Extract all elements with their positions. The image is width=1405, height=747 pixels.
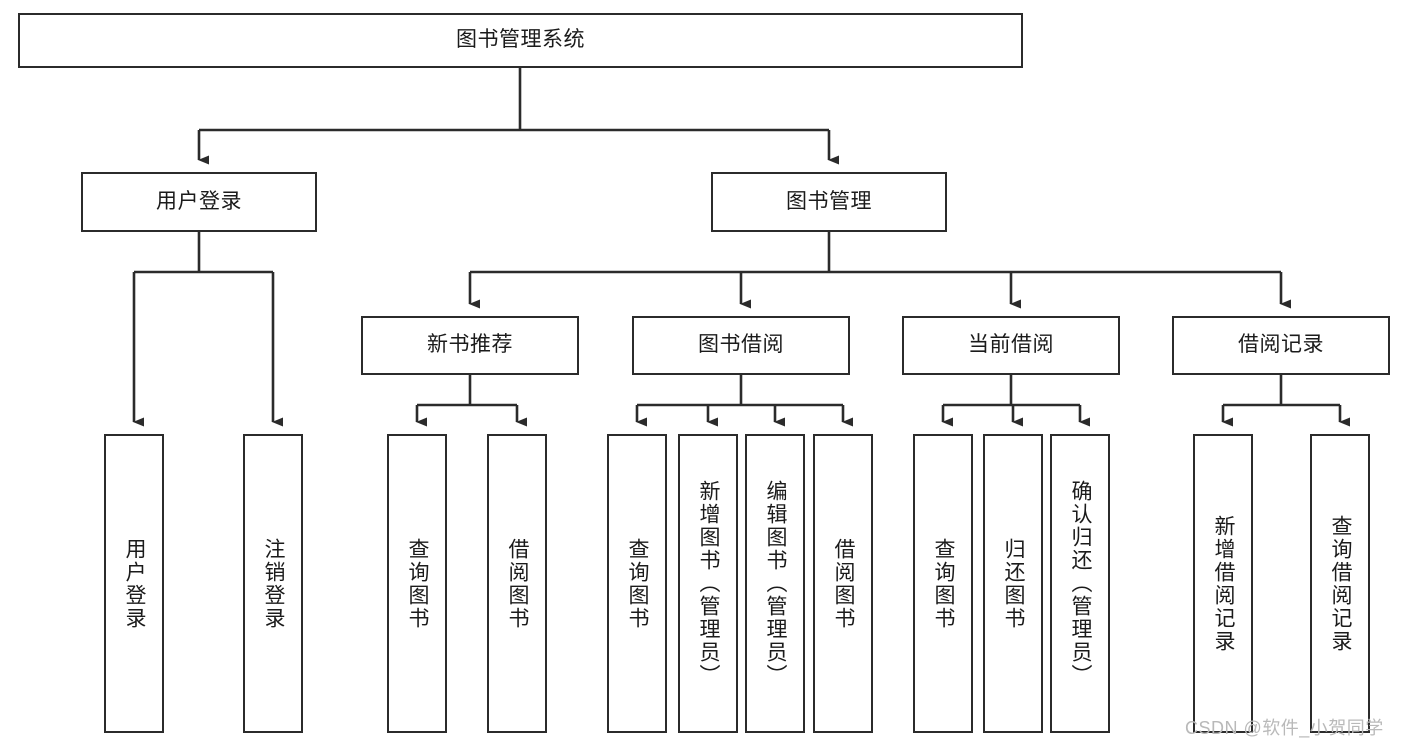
leaf-node[interactable]: 用户登录 xyxy=(104,434,164,733)
node-user-login[interactable]: 用户登录 xyxy=(81,172,317,232)
leaf-node[interactable]: 查询借阅记录 xyxy=(1310,434,1370,733)
node-borrow-record[interactable]: 借阅记录 xyxy=(1172,316,1390,375)
node-user-login-label: 用户登录 xyxy=(156,189,242,213)
leaf-node[interactable]: 借阅图书 xyxy=(487,434,547,733)
leaf-node[interactable]: 编辑图书（管理员） xyxy=(745,434,805,733)
node-book-management-label: 图书管理 xyxy=(786,189,872,213)
node-root[interactable]: 图书管理系统 xyxy=(18,13,1023,68)
node-book-borrow-label: 图书借阅 xyxy=(698,333,784,357)
node-current-borrow[interactable]: 当前借阅 xyxy=(902,316,1120,375)
leaf-node-label: 新增图书（管理员） xyxy=(697,480,721,687)
leaf-node-label: 注销登录 xyxy=(262,537,286,630)
leaf-node-label: 查询图书 xyxy=(932,537,956,630)
leaf-node-label: 查询借阅记录 xyxy=(1329,514,1353,653)
node-borrow-record-label: 借阅记录 xyxy=(1238,333,1324,357)
leaf-node-label: 查询图书 xyxy=(406,537,430,630)
leaf-node-label: 查询图书 xyxy=(626,537,650,630)
node-root-label: 图书管理系统 xyxy=(456,28,585,52)
leaf-node[interactable]: 查询图书 xyxy=(387,434,447,733)
leaf-node[interactable]: 新增借阅记录 xyxy=(1193,434,1253,733)
leaf-node-label: 编辑图书（管理员） xyxy=(764,480,788,687)
node-new-book-recommend[interactable]: 新书推荐 xyxy=(361,316,579,375)
leaf-node-label: 借阅图书 xyxy=(832,537,856,630)
leaf-node-label: 用户登录 xyxy=(123,537,147,630)
node-new-book-recommend-label: 新书推荐 xyxy=(427,333,513,357)
leaf-node[interactable]: 查询图书 xyxy=(607,434,667,733)
node-book-management[interactable]: 图书管理 xyxy=(711,172,947,232)
leaf-node[interactable]: 注销登录 xyxy=(243,434,303,733)
node-current-borrow-label: 当前借阅 xyxy=(968,333,1054,357)
node-book-borrow[interactable]: 图书借阅 xyxy=(632,316,850,375)
leaf-node[interactable]: 查询图书 xyxy=(913,434,973,733)
leaf-node-label: 借阅图书 xyxy=(506,537,530,630)
leaf-node[interactable]: 借阅图书 xyxy=(813,434,873,733)
leaf-node-label: 确认归还（管理员） xyxy=(1069,480,1093,687)
leaf-node[interactable]: 归还图书 xyxy=(983,434,1043,733)
csdn-watermark: CSDN @软件_小贺同学 xyxy=(1185,718,1384,738)
leaf-node[interactable]: 确认归还（管理员） xyxy=(1050,434,1110,733)
leaf-node[interactable]: 新增图书（管理员） xyxy=(678,434,738,733)
leaf-node-label: 新增借阅记录 xyxy=(1212,514,1236,653)
leaf-node-label: 归还图书 xyxy=(1002,537,1026,630)
